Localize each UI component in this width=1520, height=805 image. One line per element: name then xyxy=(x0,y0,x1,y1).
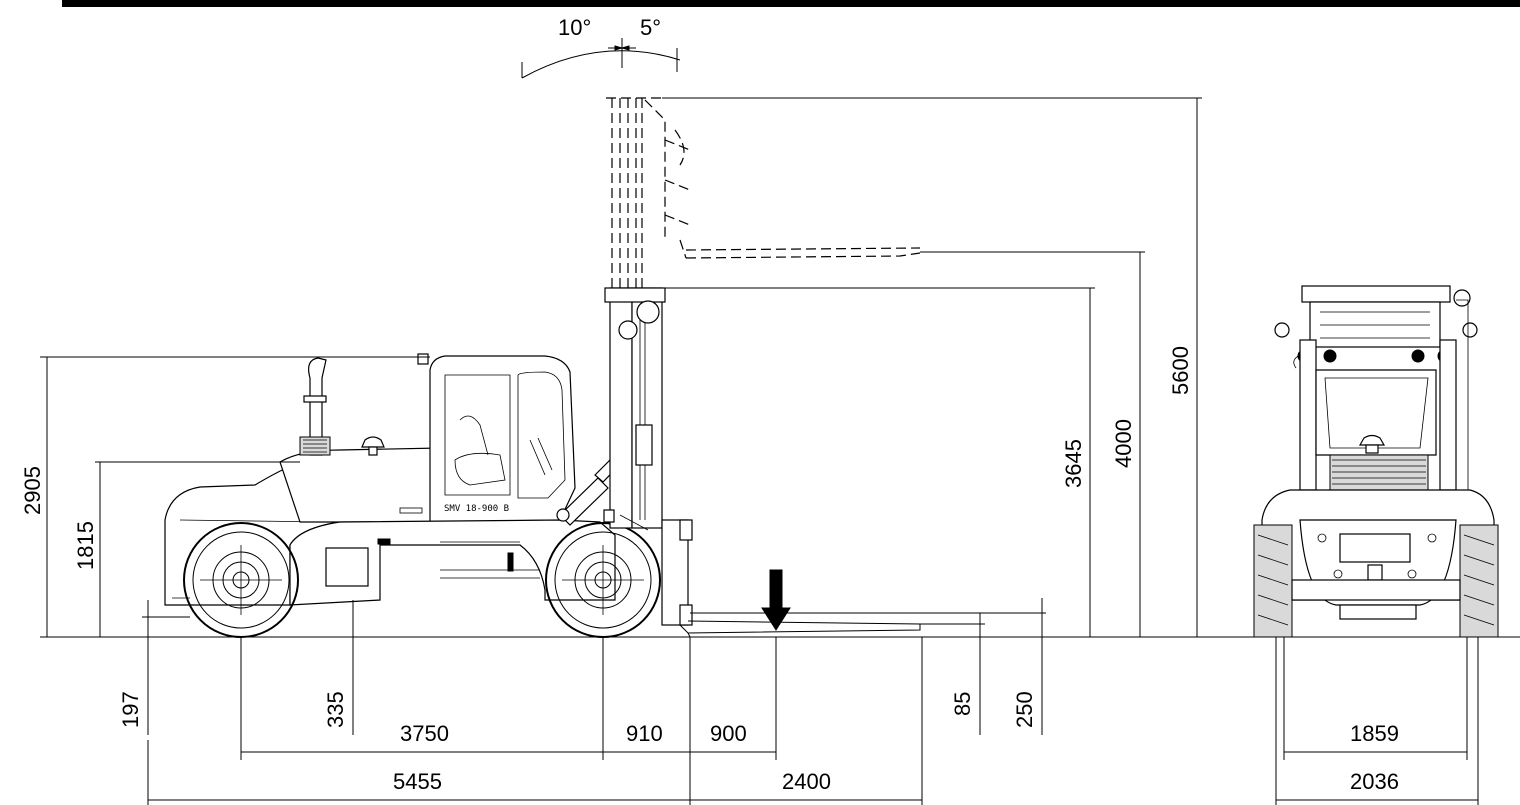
front-view xyxy=(1253,285,1499,638)
chassis xyxy=(289,519,616,606)
exhaust-pipe xyxy=(308,357,327,456)
tilt-cylinder xyxy=(559,477,609,526)
mast-lowered xyxy=(603,287,666,531)
model-plate: SMV 18-900 B xyxy=(444,504,509,514)
air-intake xyxy=(299,436,331,456)
load-arrow xyxy=(761,569,791,631)
dim-free-lift: 3645 xyxy=(1061,439,1086,488)
dim-tilt-forward: 5° xyxy=(640,15,661,40)
dimension-lines xyxy=(40,97,1479,805)
dim-load-center: 900 xyxy=(710,721,747,746)
dim-lift-height: 4000 xyxy=(1111,419,1136,468)
mast-extended xyxy=(606,97,921,288)
cab-window-rear xyxy=(517,371,566,499)
dim-track-width: 1859 xyxy=(1350,721,1399,746)
dim-tilt-back: 10° xyxy=(558,15,591,40)
dim-ground-clearance-rear: 197 xyxy=(118,691,143,728)
dim-mast-extended-height: 5600 xyxy=(1168,346,1193,395)
dim-ground-clearance-mid: 335 xyxy=(323,691,348,728)
dim-hood-height: 1815 xyxy=(73,521,98,570)
cab xyxy=(429,355,576,523)
side-view: SMV 18-900 B xyxy=(164,38,921,638)
dim-fork-length: 2400 xyxy=(782,769,831,794)
dim-wheelbase: 3750 xyxy=(400,721,449,746)
cab-window-front xyxy=(444,374,511,496)
step-box xyxy=(325,547,369,587)
dim-fork-lowered-height: 250 xyxy=(1012,691,1037,728)
dim-overall-height: 2905 xyxy=(20,466,45,515)
fork-carriage xyxy=(661,519,921,638)
top-border xyxy=(62,0,1520,7)
dim-front-overhang: 910 xyxy=(626,721,663,746)
dim-fork-thickness: 85 xyxy=(950,692,975,716)
engine-hood xyxy=(279,447,441,523)
dim-overall-width: 2036 xyxy=(1350,769,1399,794)
dim-overall-length: 5455 xyxy=(393,769,442,794)
beacon xyxy=(361,436,385,448)
tilt-arc xyxy=(521,38,681,79)
